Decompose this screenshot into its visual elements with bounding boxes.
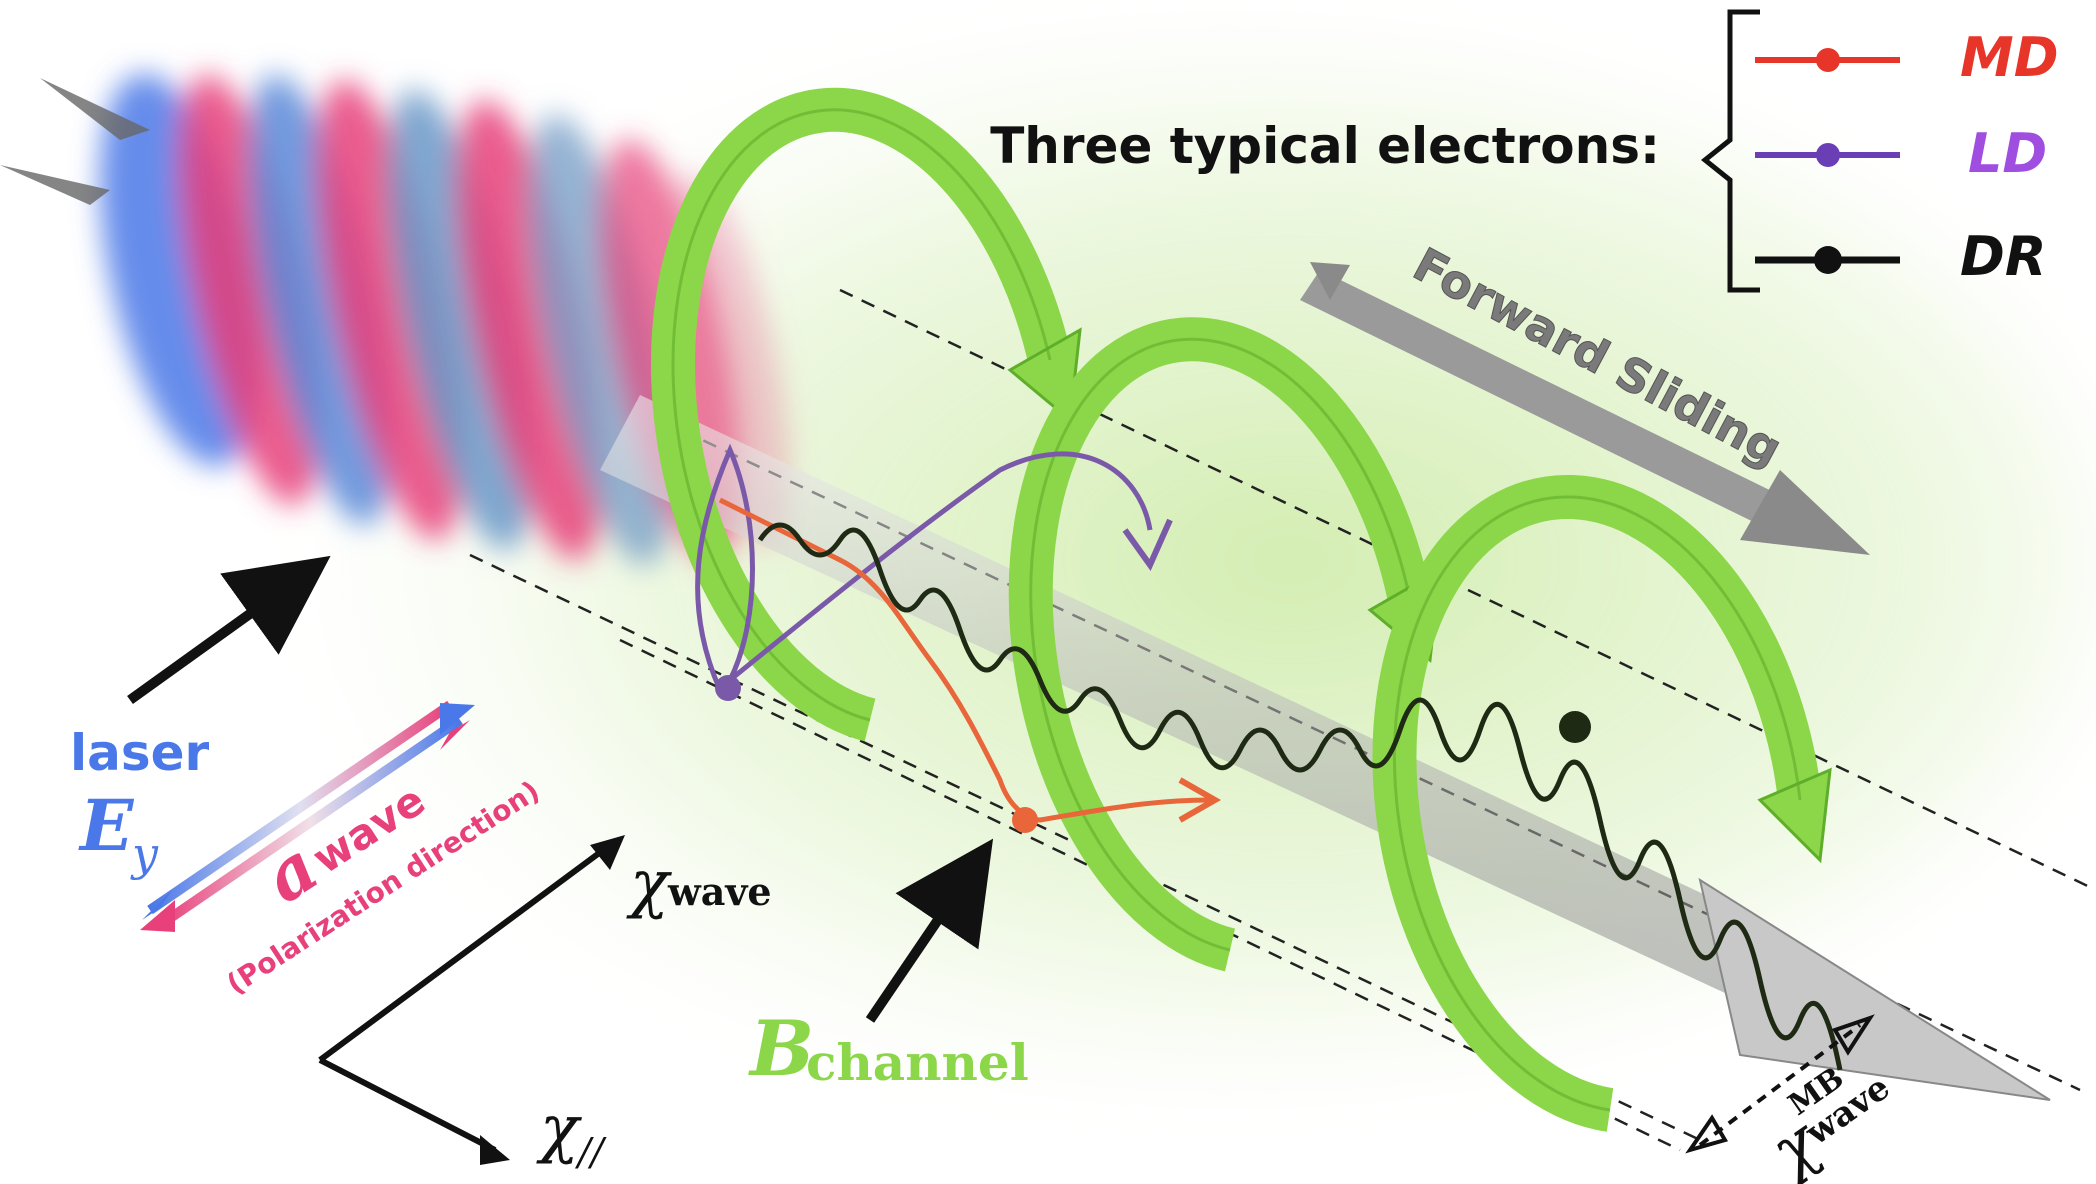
chi-parallel-subscript: // [574,1130,607,1174]
b-channel-ring-3 [1372,474,1832,1132]
chi-parallel-symbol: χ [536,1092,582,1166]
ld-arrowhead [1122,518,1173,572]
legend-ld-marker [1755,143,1900,167]
dr-trajectory [757,522,1843,1071]
axis-arrows [318,842,612,1153]
chi-mb-arrowhead-high [1832,1014,1875,1056]
legend-label-md: MD [1960,26,2059,89]
e-subscript: y [130,827,159,881]
legend-label-ld: LD [1968,122,2047,185]
b-channel-pointer-arrow [865,838,994,1023]
md-arrowhead [1178,777,1222,823]
axis-parallel-arrowhead [480,1135,510,1165]
md-electron [1012,807,1038,833]
b-symbol: B [748,1004,814,1093]
chi-mb-dashed-arrow [1698,1023,1862,1147]
forward-sliding-arrow [1300,262,1870,555]
laser-label: laser [70,724,210,782]
chi-wave-subscript: wave [667,869,772,914]
md-trajectory [718,497,1211,823]
legend-heading: Three typical electrons: [990,117,1660,175]
b-subscript: channel [806,1033,1029,1092]
legend-dr-marker [1755,246,1900,274]
ld-electron [715,675,741,701]
polarization-arrow [140,700,475,932]
laser-pointer-arrow [127,555,331,705]
legend-md-marker [1755,48,1900,72]
chi-wave-symbol: χ [626,847,672,921]
legend-label-dr: DR [1960,225,2046,288]
dr-electron [1559,711,1591,743]
e-symbol: E [78,784,135,867]
laser-spike-1 [40,78,150,140]
axis-wave-arrowhead [590,835,625,870]
chi-mb-arrowhead-low [1685,1114,1729,1154]
laser-spike-2 [0,165,110,205]
legend-bracket [1700,9,1760,293]
